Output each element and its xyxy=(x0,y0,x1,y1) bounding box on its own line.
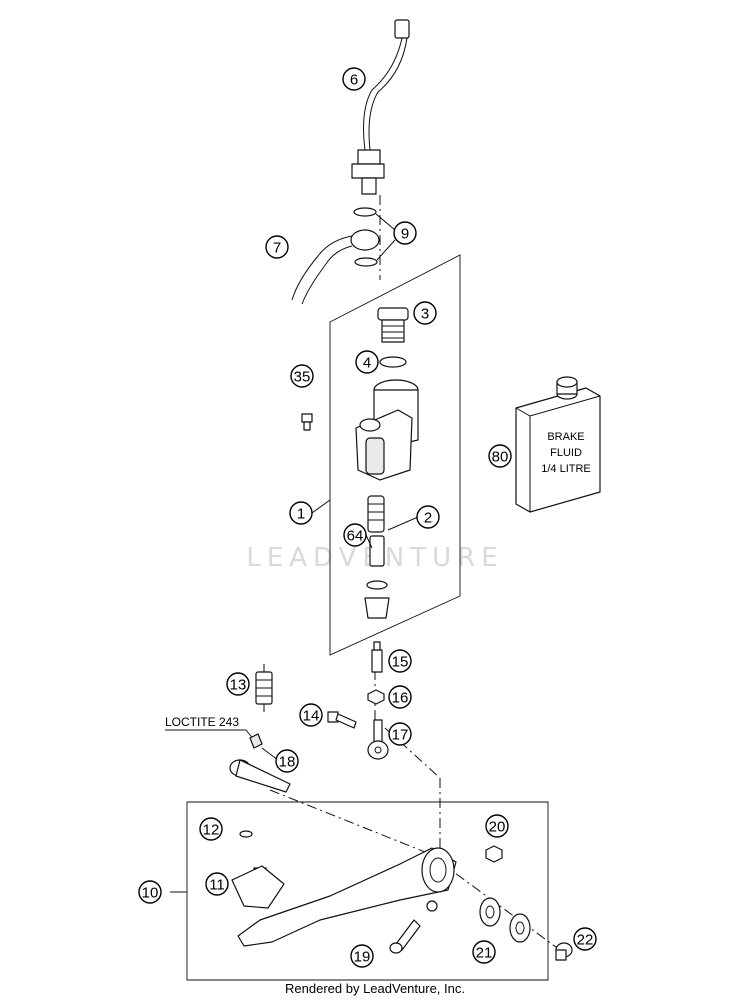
svg-text:12: 12 xyxy=(203,822,220,839)
callout-16: 16 xyxy=(388,685,412,709)
axis-line-link-1 xyxy=(384,727,441,779)
loctite-label: LOCTITE 243 xyxy=(165,715,239,729)
callout-10: 10 xyxy=(138,880,162,904)
svg-text:64: 64 xyxy=(347,528,364,545)
brake-pedal xyxy=(237,847,457,947)
screw-35 xyxy=(301,413,313,431)
callout-80: 80 xyxy=(488,444,512,468)
callout-13: 13 xyxy=(226,672,250,696)
callout-17: 17 xyxy=(388,722,412,746)
nut-20 xyxy=(485,845,503,863)
callout-7: 7 xyxy=(265,235,289,259)
svg-text:14: 14 xyxy=(303,708,320,725)
master-cylinder-frame xyxy=(329,254,461,656)
leader-64 xyxy=(365,534,373,549)
piston-assembly xyxy=(364,495,390,619)
can-label-line3: 1/4 LITRE xyxy=(541,463,591,475)
washer-upper xyxy=(353,207,377,217)
washer-lower xyxy=(354,257,378,267)
leader-9b xyxy=(376,239,396,261)
callout-19: 19 xyxy=(350,944,374,968)
axis-line-pedal xyxy=(269,789,446,861)
svg-text:18: 18 xyxy=(279,754,296,771)
nut-16 xyxy=(367,689,385,705)
callout-64: 64 xyxy=(343,523,367,547)
svg-text:2: 2 xyxy=(424,510,432,527)
bearings xyxy=(479,897,531,943)
master-cylinder-body xyxy=(355,379,419,481)
callout-35: 35 xyxy=(290,364,314,388)
callout-18: 18 xyxy=(275,749,299,773)
callout-22: 22 xyxy=(573,927,597,951)
svg-text:19: 19 xyxy=(354,949,371,966)
pivot-bolt xyxy=(229,759,291,793)
brake-fluid-can: BRAKE FLUID 1/4 LITRE xyxy=(515,376,601,513)
can-label-line2: FLUID xyxy=(550,447,582,459)
callout-20: 20 xyxy=(485,814,509,838)
reservoir-cap xyxy=(377,307,409,343)
pedal-step xyxy=(231,865,285,909)
svg-text:17: 17 xyxy=(392,727,409,744)
svg-text:3: 3 xyxy=(421,306,429,323)
loctite-drop xyxy=(249,733,263,749)
callout-3: 3 xyxy=(413,301,437,325)
callout-12: 12 xyxy=(199,817,223,841)
callout-4: 4 xyxy=(355,350,379,374)
svg-text:16: 16 xyxy=(392,690,409,707)
screw-14 xyxy=(327,711,357,729)
callout-15: 15 xyxy=(388,649,412,673)
o-ring xyxy=(379,356,407,368)
brake-light-switch xyxy=(351,19,410,195)
footer-credit: Rendered by LeadVenture, Inc. xyxy=(285,981,465,996)
bolt-19 xyxy=(389,919,421,954)
svg-text:9: 9 xyxy=(401,226,409,243)
callout-2: 2 xyxy=(416,505,440,529)
leader-18 xyxy=(261,747,279,761)
svg-text:21: 21 xyxy=(476,945,493,962)
svg-text:80: 80 xyxy=(492,449,509,466)
svg-text:20: 20 xyxy=(489,819,506,836)
svg-text:1: 1 xyxy=(297,506,305,523)
svg-text:13: 13 xyxy=(230,677,247,694)
leader-9a xyxy=(375,213,396,231)
callout-6: 6 xyxy=(342,67,366,91)
svg-text:7: 7 xyxy=(273,240,281,257)
svg-text:15: 15 xyxy=(392,654,409,671)
svg-text:22: 22 xyxy=(577,932,594,949)
brake-pedal-frame xyxy=(186,801,549,981)
leader-2 xyxy=(387,516,419,531)
callout-9: 9 xyxy=(393,221,417,245)
bolt-22 xyxy=(555,942,573,961)
can-label-line1: BRAKE xyxy=(547,431,584,443)
callout-11: 11 xyxy=(205,872,229,896)
svg-text:11: 11 xyxy=(209,877,225,894)
svg-text:10: 10 xyxy=(142,885,159,902)
callout-1: 1 xyxy=(289,501,313,525)
svg-text:6: 6 xyxy=(350,72,358,89)
svg-text:35: 35 xyxy=(294,369,311,386)
fork-head xyxy=(367,719,389,760)
axis-line-shaft xyxy=(439,861,561,951)
push-rod xyxy=(371,641,383,673)
leader-1 xyxy=(311,499,331,514)
svg-text:4: 4 xyxy=(363,355,371,372)
callout-14: 14 xyxy=(299,703,323,727)
return-spring xyxy=(255,664,273,712)
brake-hose xyxy=(291,229,380,305)
callout-21: 21 xyxy=(472,940,496,964)
